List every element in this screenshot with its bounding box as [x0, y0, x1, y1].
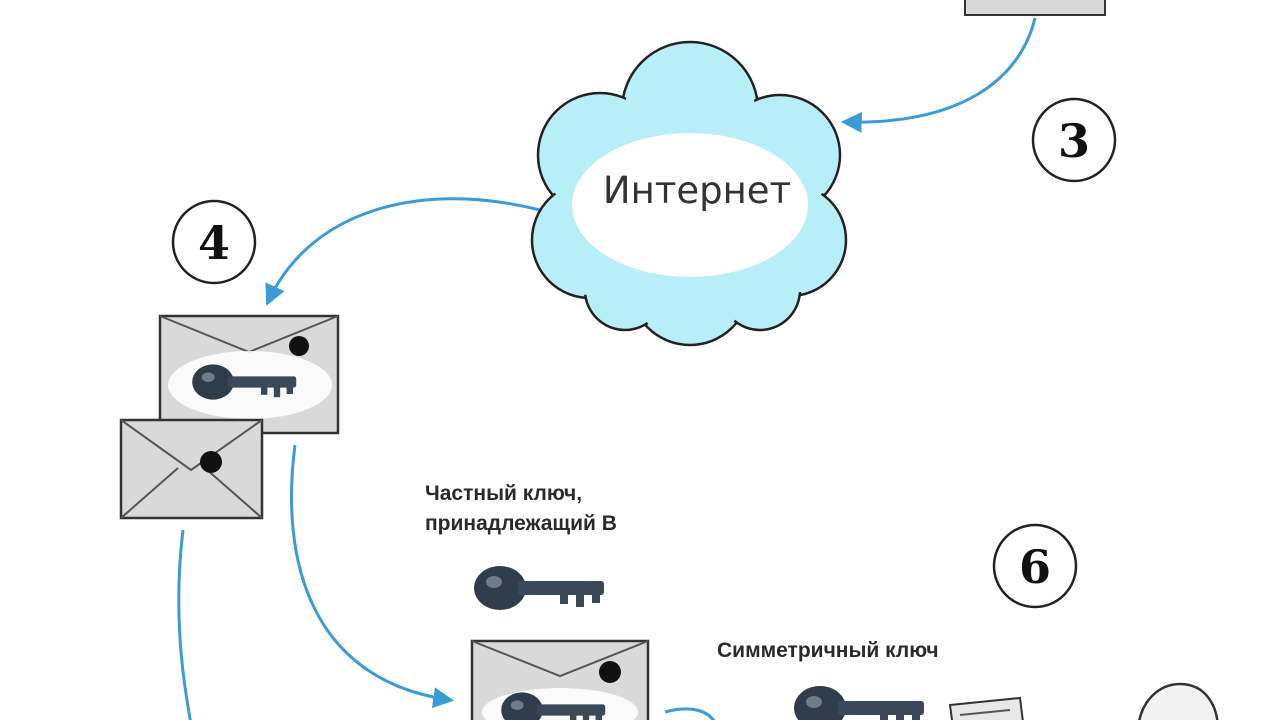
- private-key-icon: [474, 566, 604, 610]
- step-6-badge: 6: [992, 523, 1078, 609]
- private-key-label-line1: Частный ключ,: [425, 482, 582, 505]
- step-4-badge: 4: [171, 199, 257, 285]
- lower-envelope-with-key-icon: [470, 639, 650, 720]
- envelope-with-key-icon: [158, 314, 340, 435]
- arrow-box-to-cloud: [840, 17, 1037, 133]
- private-key-label-line2: принадлежащий В: [425, 512, 617, 535]
- document-icon: [948, 696, 1024, 720]
- step-4-number: 4: [198, 216, 230, 270]
- arrow-left-down: [177, 529, 192, 720]
- envelope-icon: [119, 418, 264, 520]
- step-3-number: 3: [1058, 114, 1090, 168]
- step-3-badge: 3: [1031, 97, 1117, 183]
- symmetric-key-icon: [794, 686, 924, 720]
- top-right-box: [964, 0, 1106, 16]
- person-icon: [1138, 682, 1219, 720]
- arrow-cloud-to-envelope: [265, 197, 541, 306]
- symmetric-key-label: Симметричный ключ: [717, 639, 939, 662]
- internet-cloud: Интернет: [530, 40, 848, 347]
- arrow-envelope-to-lower-envelope: [290, 444, 455, 709]
- step-6-number: 6: [1019, 540, 1051, 594]
- cloud-label: Интернет: [603, 169, 791, 212]
- arrow-lower-right: [664, 707, 715, 720]
